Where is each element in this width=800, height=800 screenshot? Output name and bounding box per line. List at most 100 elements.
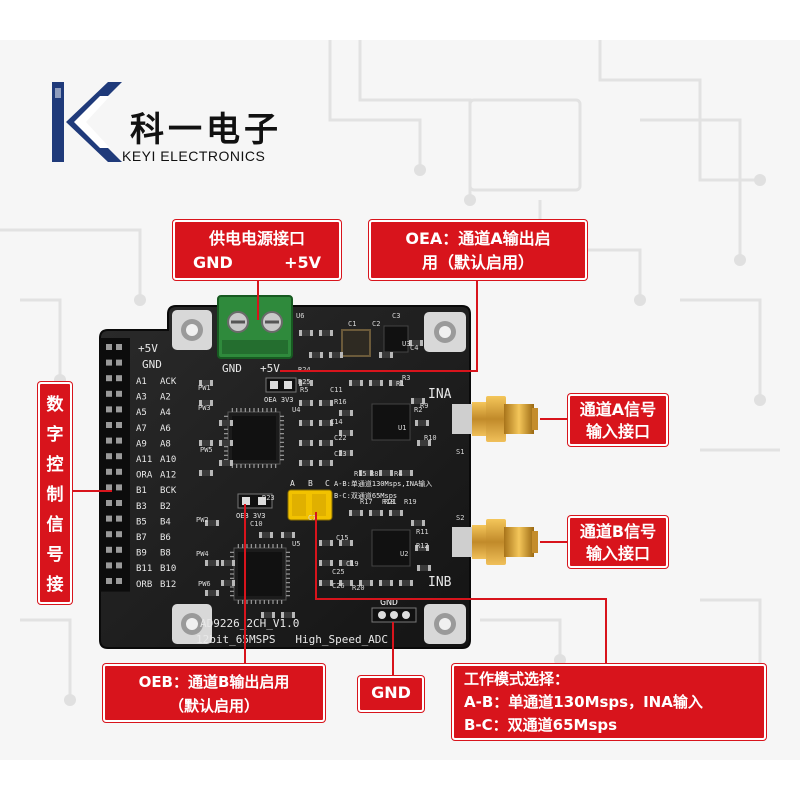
smd-component	[319, 560, 333, 566]
refdes-label: R18	[382, 498, 395, 506]
callout-ctrl-char: 接	[46, 575, 64, 595]
refdes-label: U6	[296, 312, 304, 320]
refdes-label: R4	[394, 470, 402, 478]
header-pin	[106, 375, 112, 382]
smd-component	[281, 532, 295, 538]
header-label-right: A6	[160, 424, 171, 434]
oeb-pins	[237, 493, 273, 509]
header-pin	[116, 375, 122, 382]
mode-jumper	[287, 489, 333, 521]
power-terminal-block	[217, 295, 293, 359]
adc-chip-a	[227, 411, 281, 465]
callout-power-interface: 供电电源接口 GND+5V	[173, 220, 341, 280]
header-pin	[116, 546, 122, 553]
smd-component	[319, 330, 333, 336]
header-label-right: B10	[160, 564, 176, 574]
smd-component	[369, 380, 383, 386]
header-pin	[106, 437, 112, 444]
callout-ina-line2: 输入接口	[585, 422, 650, 441]
callout-ctrl-char: 数	[46, 395, 64, 415]
smd-component	[359, 470, 373, 476]
header-pin	[116, 422, 122, 428]
header-label-left: B7	[136, 533, 147, 543]
leader-oea-h	[280, 370, 478, 372]
callout-oea: OEA：通道A输出启 用（默认启用）	[369, 220, 587, 280]
header-pin	[106, 406, 112, 413]
refdes-label: U4	[292, 406, 300, 414]
smd-component	[221, 560, 235, 566]
silk-terminal-vcc: +5V	[260, 362, 280, 375]
smd-component	[281, 612, 295, 618]
refdes-label: C1	[348, 320, 356, 328]
header-pin	[116, 500, 122, 506]
refdes-label: R2	[414, 406, 422, 414]
refdes-label: S1	[456, 448, 464, 456]
smd-component	[219, 420, 233, 426]
callout-mode-select: 工作模式选择： A-B：单通道130Msps，INA输入 B-C：双通道65Ms…	[452, 664, 766, 740]
silk-inb: INB	[428, 575, 452, 590]
header-label-left: B3	[136, 502, 147, 512]
opamp-chip-b	[371, 529, 411, 567]
leader-ina	[540, 418, 568, 420]
gnd-test-pins	[371, 607, 417, 623]
smd-component	[319, 460, 333, 466]
pin-header	[100, 338, 130, 592]
callout-ctrl-char: 号	[46, 545, 64, 565]
refdes-label: U2	[400, 550, 408, 558]
silk-header-gnd: GND	[142, 358, 162, 371]
smd-component	[399, 470, 413, 476]
mounting-hole-tl	[172, 310, 212, 350]
smd-component	[411, 398, 425, 404]
refdes-label: C19	[346, 560, 359, 568]
oea-pins	[265, 377, 297, 393]
refdes-label: C23	[334, 450, 347, 458]
callout-mode-line3: B-C：双通道65Msps	[464, 716, 618, 734]
smd-component	[417, 565, 431, 571]
smd-component	[359, 580, 373, 586]
smd-component	[409, 340, 423, 346]
callout-power-vcc: +5V	[284, 253, 321, 272]
refdes-label: U5	[292, 540, 300, 548]
smd-component	[389, 380, 403, 386]
smd-component	[299, 460, 313, 466]
smd-component	[319, 440, 333, 446]
header-pin	[106, 422, 112, 428]
smd-component	[319, 540, 333, 546]
callout-gnd-label: GND	[371, 683, 411, 702]
smd-component	[339, 540, 353, 546]
smd-component	[219, 460, 233, 466]
smd-component	[349, 510, 363, 516]
refdes-label: R11	[416, 528, 429, 536]
smd-component	[205, 590, 219, 596]
smd-component	[339, 450, 353, 456]
refdes-label: R1	[396, 380, 404, 388]
callout-ina-line1: 通道A信号	[579, 400, 657, 419]
refdes-label: C4	[410, 344, 418, 352]
smd-component	[379, 352, 393, 358]
smd-component	[309, 352, 323, 358]
mounting-hole-tr	[424, 312, 466, 352]
header-label-right: A2	[160, 393, 171, 403]
smd-component	[221, 580, 235, 586]
silk-subtitle: 12bit_65MSPS High_Speed_ADC	[196, 633, 388, 646]
smd-component	[259, 532, 273, 538]
refdes-label: C11	[330, 386, 343, 394]
header-pin	[106, 500, 112, 506]
refdes-label: C7	[308, 514, 316, 522]
leader-oea	[476, 280, 478, 372]
header-label-left: A9	[136, 439, 147, 449]
header-pin	[116, 578, 122, 584]
pin-header-strip	[100, 338, 130, 592]
header-pin	[106, 359, 112, 366]
refdes-label: PW3	[198, 404, 211, 412]
callout-oea-line1: OEA：通道A输出启	[405, 229, 551, 248]
header-label-right: ACK	[160, 377, 177, 387]
smd-component	[261, 612, 275, 618]
silk-header-5v: +5V	[138, 342, 158, 355]
smd-component	[299, 380, 313, 386]
callout-ctrl-char: 信	[46, 515, 64, 535]
smd-component	[199, 440, 213, 446]
header-pin	[116, 344, 122, 350]
header-label-left: A3	[136, 393, 147, 403]
smd-component	[299, 420, 313, 426]
